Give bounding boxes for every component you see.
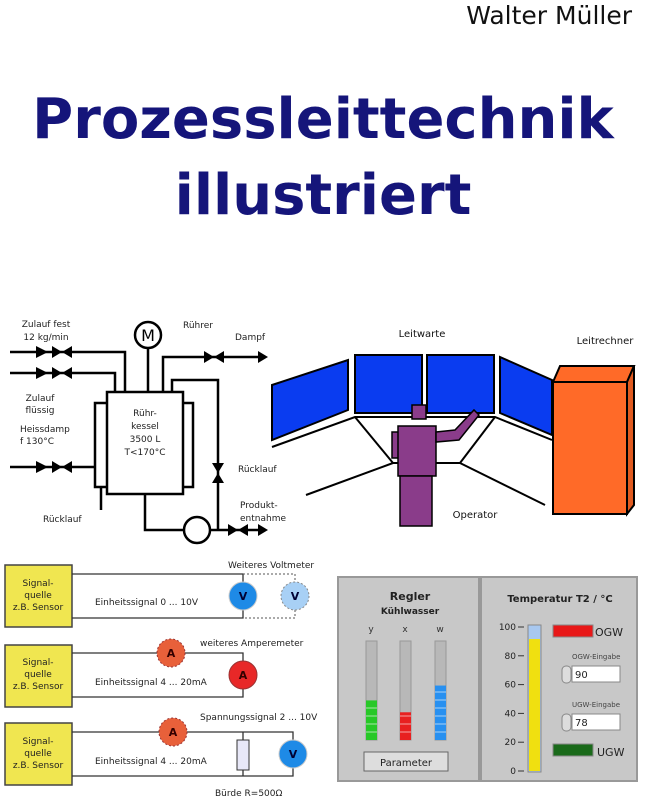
title-line-2: illustriert bbox=[175, 163, 472, 228]
label-vessel-3: 3500 L bbox=[130, 435, 161, 445]
signal-source-2 bbox=[4, 644, 73, 708]
c2-extra: weiteres Amperemeter bbox=[200, 639, 304, 649]
extra-voltmeter-icon: V bbox=[280, 581, 310, 611]
source-label: z.B. Sensor bbox=[13, 682, 64, 692]
ugw-indicator bbox=[552, 743, 594, 757]
signal-circuits: Signal-quelle z.B. Sensor Signal-quelle z.… bbox=[4, 561, 318, 799]
label-inlet-liquid-2: flüssig bbox=[26, 406, 55, 416]
label-steam-in-1: Heissdamp bbox=[20, 425, 70, 435]
label-inlet-solid-2: 12 kg/min bbox=[23, 333, 68, 343]
burden-resistor bbox=[236, 739, 250, 771]
jacket-left bbox=[93, 401, 107, 489]
stirred-vessel bbox=[105, 390, 185, 496]
svg-text:A: A bbox=[239, 669, 248, 682]
bar-fill-w bbox=[435, 685, 446, 740]
voltmeter-icon: V bbox=[228, 581, 258, 611]
signal-source-3 bbox=[4, 722, 73, 786]
c2-signal: Einheitssignal 4 ... 20mA bbox=[95, 678, 208, 688]
label-control-computer: Leitrechner bbox=[577, 336, 635, 347]
ugw-spinner[interactable] bbox=[561, 713, 572, 732]
bar-label: w bbox=[436, 625, 443, 635]
operator-figure bbox=[391, 404, 481, 527]
ammeter-icon-3: A bbox=[158, 717, 188, 747]
ugw-label: UGW bbox=[597, 746, 625, 759]
label-return-right: Rücklauf bbox=[238, 465, 277, 475]
label-inlet-solid-1: Zulauf fest bbox=[22, 320, 71, 330]
scale-tick-label: 20 bbox=[505, 738, 517, 748]
ogw-label: OGW bbox=[595, 626, 623, 639]
title-line-1: Prozessleittechnik bbox=[32, 87, 615, 152]
ugw-input-label: UGW-Eingabe bbox=[572, 701, 620, 709]
svg-text:Parameter: Parameter bbox=[380, 758, 433, 769]
ammeter-icon: A bbox=[228, 660, 258, 690]
bar-fill-x bbox=[400, 712, 411, 740]
source-label: z.B. Sensor bbox=[13, 603, 64, 613]
bar-label: y bbox=[368, 625, 374, 635]
scale-tick-label: 40 bbox=[505, 709, 517, 719]
ogw-value: 90 bbox=[575, 670, 588, 681]
svg-text:A: A bbox=[167, 647, 176, 660]
label-vessel-1: Rühr- bbox=[133, 409, 157, 419]
extra-ammeter-icon: A bbox=[156, 638, 186, 668]
process-diagram: M Zulauf fest 12 kg/min Zulauf flüssig H… bbox=[10, 320, 286, 545]
jacket-right bbox=[183, 401, 195, 489]
control-room: Leitwarte Leitrechner Operator bbox=[271, 329, 636, 527]
signal-source-1 bbox=[4, 564, 73, 628]
scale-tick-label: 60 bbox=[505, 681, 517, 691]
ogw-input-label: OGW-Eingabe bbox=[572, 653, 620, 661]
c3-signal: Einheitssignal 4 ... 20mA bbox=[95, 757, 208, 767]
valve-icons bbox=[36, 346, 268, 536]
label-steam-out: Dampf bbox=[235, 333, 266, 343]
svg-text:V: V bbox=[239, 590, 248, 603]
author-name: Walter Müller bbox=[466, 1, 632, 30]
label-product-2: entnahme bbox=[240, 514, 286, 524]
c3-voltage: Spannungssignal 2 ... 10V bbox=[200, 713, 318, 723]
source-label: z.B. Sensor bbox=[13, 761, 64, 771]
c1-signal: Einheitssignal 0 ... 10V bbox=[95, 598, 199, 608]
bar-label: x bbox=[402, 625, 408, 635]
ugw-value: 78 bbox=[575, 718, 588, 729]
pump-icon bbox=[182, 515, 212, 545]
label-inlet-liquid-1: Zulauf bbox=[26, 394, 56, 404]
scale-tick-label: 80 bbox=[505, 652, 517, 662]
label-steam-in-2: f 130°C bbox=[20, 437, 54, 447]
svg-text:V: V bbox=[291, 590, 300, 603]
source-label: quelle bbox=[24, 670, 52, 680]
label-vessel-4: T<170°C bbox=[123, 448, 165, 458]
ogw-indicator bbox=[552, 624, 594, 638]
source-label: Signal- bbox=[23, 579, 54, 589]
screen-icons bbox=[271, 354, 553, 442]
bar-fill-y bbox=[366, 700, 377, 740]
label-product-1: Produkt- bbox=[240, 501, 278, 511]
source-label: Signal- bbox=[23, 737, 54, 747]
source-label: quelle bbox=[24, 591, 52, 601]
c1-extra: Weiteres Voltmeter bbox=[228, 561, 314, 571]
label-return-left: Rücklauf bbox=[43, 515, 82, 525]
computer-cabinet bbox=[551, 365, 636, 517]
ogw-input[interactable] bbox=[571, 665, 621, 683]
ogw-spinner[interactable] bbox=[561, 665, 572, 684]
scale-tick-label: 0 bbox=[510, 767, 516, 777]
source-label: quelle bbox=[24, 749, 52, 759]
label-vessel-2: kessel bbox=[131, 422, 159, 432]
voltmeter-icon-3: V bbox=[278, 739, 308, 769]
thermometer-fill bbox=[529, 639, 540, 771]
source-label: Signal- bbox=[23, 658, 54, 668]
svg-text:M: M bbox=[141, 326, 155, 345]
label-operator: Operator bbox=[453, 510, 499, 521]
controller-title: Regler bbox=[390, 590, 431, 603]
controller-subtitle: Kühlwasser bbox=[381, 607, 440, 617]
ugw-input[interactable] bbox=[571, 713, 621, 731]
instrument-panel: Regler Kühlwasser y x w Parameter Temperat… bbox=[337, 576, 638, 782]
label-stirrer: Rührer bbox=[183, 321, 213, 331]
parameter-button[interactable]: Parameter bbox=[363, 751, 449, 772]
label-control-room: Leitwarte bbox=[399, 329, 446, 340]
scale-tick-label: 100 bbox=[499, 623, 516, 633]
temperature-title: Temperatur T2 / °C bbox=[507, 594, 612, 605]
svg-text:A: A bbox=[169, 726, 178, 739]
c3-burden: Bürde R=500Ω bbox=[215, 789, 283, 799]
svg-text:V: V bbox=[289, 748, 298, 761]
